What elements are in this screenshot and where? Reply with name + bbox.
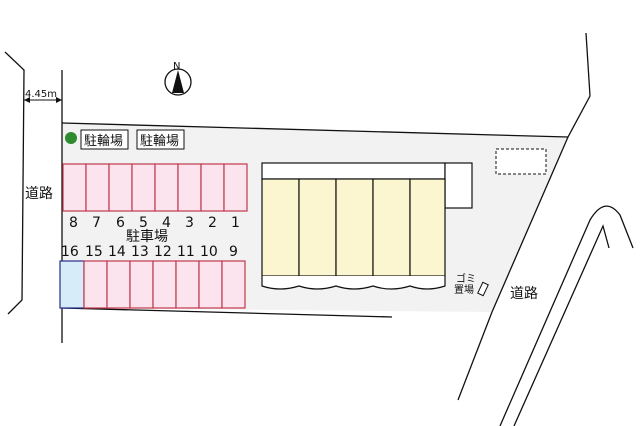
reserved-area <box>495 148 547 175</box>
parking-label: 駐車場 <box>126 228 168 245</box>
space-number: 7 <box>92 215 101 231</box>
space-number: 6 <box>116 215 125 231</box>
space-number: 13 <box>131 244 149 260</box>
road-width-label: 4.45m <box>25 89 57 100</box>
space-number: 16 <box>61 244 79 260</box>
space-number: 3 <box>185 215 194 231</box>
space-number: 5 <box>139 215 148 231</box>
space-number: 4 <box>162 215 171 231</box>
space-number: 14 <box>108 244 126 260</box>
bicycle-parking-1: 駐輪場 <box>84 133 123 149</box>
right-road-label: 道路 <box>510 286 538 302</box>
north-label: N <box>173 61 180 72</box>
space-number: 11 <box>177 244 195 260</box>
parking-space-16 <box>59 260 85 309</box>
left-road-label: 道路 <box>25 186 53 202</box>
tree-icon <box>65 132 77 144</box>
space-number: 15 <box>85 244 103 260</box>
space-number: 10 <box>200 244 218 260</box>
parking-bottom-row <box>83 260 246 309</box>
space-number: 12 <box>154 244 172 260</box>
bicycle-parking-2: 駐輪場 <box>140 133 179 149</box>
space-number: 9 <box>229 244 238 260</box>
space-number: 1 <box>231 215 240 231</box>
parking-top-row <box>62 163 248 212</box>
garbage-station-icon <box>477 281 489 297</box>
left-road-edge <box>4 51 25 315</box>
garbage-label-2: 置場 <box>454 283 474 296</box>
space-number: 8 <box>69 215 78 231</box>
garbage-label-1: ゴミ <box>456 272 476 285</box>
space-number: 2 <box>208 215 217 231</box>
building <box>261 162 473 290</box>
